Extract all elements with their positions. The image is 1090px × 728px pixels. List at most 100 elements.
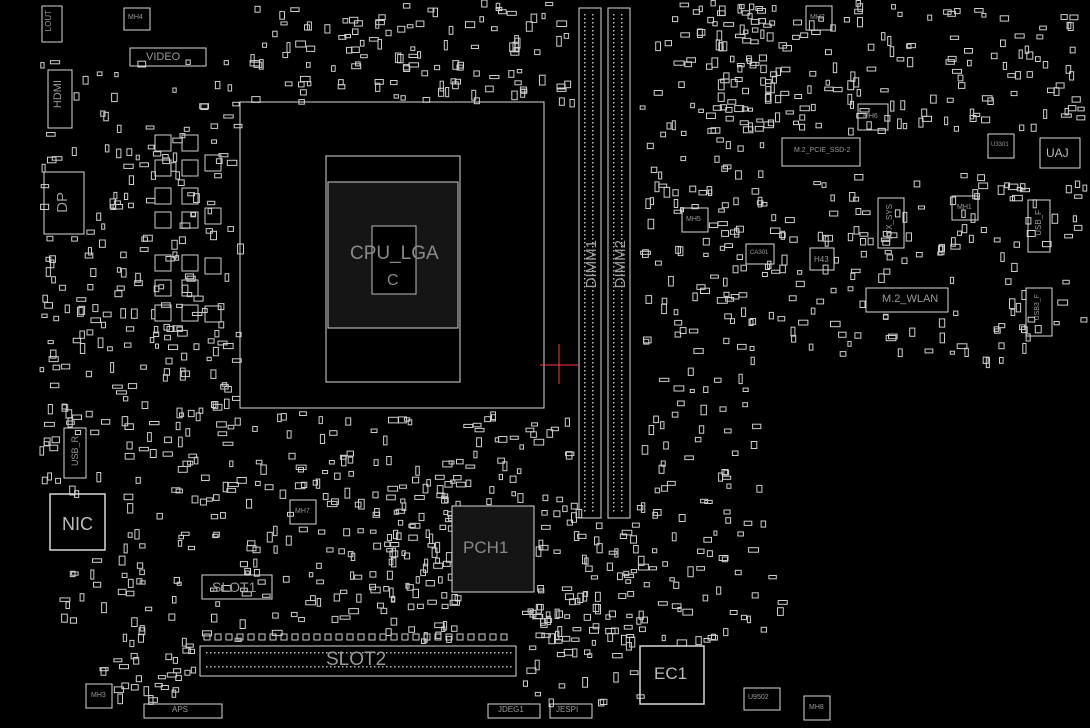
smd-component xyxy=(328,460,335,465)
smd-component xyxy=(439,524,447,531)
smd-component xyxy=(723,277,728,287)
smd-component xyxy=(821,182,827,188)
smd-component xyxy=(888,333,898,340)
slot2-pin xyxy=(254,652,256,654)
dimm-pin xyxy=(621,346,623,348)
cursor-crosshair xyxy=(540,344,578,384)
dimm-pin xyxy=(592,478,594,480)
dimm-pin xyxy=(613,298,615,300)
smd-component xyxy=(737,531,744,537)
smd-component xyxy=(909,327,916,337)
ca301-chip xyxy=(745,243,775,265)
dimm-pin xyxy=(584,310,586,312)
dimm-pin xyxy=(613,98,615,100)
smd-component xyxy=(172,596,177,604)
smd-component xyxy=(345,417,352,426)
dimm-pin xyxy=(592,398,594,400)
smd-component xyxy=(71,571,79,576)
smd-component xyxy=(582,554,587,565)
smd-component xyxy=(193,193,200,203)
dimm-pin xyxy=(613,438,615,440)
smd-component xyxy=(79,343,86,354)
smd-component xyxy=(613,672,619,683)
smd-component xyxy=(900,100,906,111)
usb-r-label: USB_R xyxy=(70,436,80,467)
smd-component xyxy=(643,582,650,588)
slot2-pin xyxy=(230,652,232,654)
smd-component xyxy=(969,108,975,120)
smd-component xyxy=(690,102,695,109)
smd-component xyxy=(951,237,956,247)
smd-component xyxy=(257,579,266,585)
smd-component xyxy=(758,54,768,62)
smd-component xyxy=(677,400,685,407)
smd-component xyxy=(577,533,587,539)
slot2-pin xyxy=(362,666,364,668)
dimm-pin xyxy=(621,134,623,136)
dimm-pin xyxy=(621,150,623,152)
slot2-pin xyxy=(502,666,504,668)
smd-component xyxy=(860,250,867,258)
smd-component xyxy=(215,158,223,165)
smd-component xyxy=(1032,199,1037,209)
dimm-pin xyxy=(613,406,615,408)
smd-component xyxy=(465,21,476,29)
smd-component xyxy=(640,250,651,255)
smd-component xyxy=(678,81,685,89)
slot2-pin xyxy=(206,666,208,668)
uaj-connector xyxy=(1039,137,1081,169)
smd-component xyxy=(706,63,713,70)
smd-component xyxy=(734,569,742,576)
slot2-pin xyxy=(210,652,212,654)
dimm-pin xyxy=(613,274,615,276)
dimm-pin xyxy=(613,342,615,344)
smd-component xyxy=(994,328,1001,334)
smd-component xyxy=(645,198,651,210)
slot2-pin xyxy=(286,666,288,668)
slot2-pad xyxy=(214,633,222,641)
smd-component xyxy=(570,502,578,510)
smd-component xyxy=(653,415,659,424)
smd-component xyxy=(415,20,425,28)
smd-component xyxy=(300,75,311,83)
smd-component xyxy=(347,456,354,464)
slot2-pad xyxy=(357,633,365,641)
dimm-pin xyxy=(584,30,586,32)
dimm-pin xyxy=(613,498,615,500)
smd-component xyxy=(947,55,957,62)
slot2-pin xyxy=(274,652,276,654)
smd-component xyxy=(202,630,212,637)
smd-component xyxy=(99,239,106,248)
smd-component xyxy=(526,667,537,674)
dimm-pin xyxy=(592,154,594,156)
dimm-pin xyxy=(592,114,594,116)
slot2-pin xyxy=(458,666,460,668)
smd-component xyxy=(949,35,960,40)
vrm-component xyxy=(154,134,172,152)
dimm-pin xyxy=(621,210,623,212)
smd-component xyxy=(750,18,760,25)
slot2-pin xyxy=(318,666,320,668)
smd-component xyxy=(750,61,760,66)
smd-component xyxy=(386,456,392,466)
smd-component xyxy=(69,485,76,496)
dimm-pin xyxy=(621,130,623,132)
smd-component xyxy=(741,10,751,16)
dimm-pin xyxy=(584,358,586,360)
dimm-pin xyxy=(584,198,586,200)
smd-component xyxy=(373,542,382,550)
smd-component xyxy=(1012,194,1023,202)
smd-component xyxy=(830,287,837,294)
smd-component xyxy=(714,377,722,383)
smd-component xyxy=(373,459,379,467)
smd-component xyxy=(671,603,682,609)
smd-component xyxy=(476,437,483,448)
dimm-pin xyxy=(613,430,615,432)
smd-component xyxy=(412,588,419,599)
dimm-pin xyxy=(621,138,623,140)
dimm-pin xyxy=(613,26,615,28)
smd-component xyxy=(253,569,260,577)
slot2-pin xyxy=(298,652,300,654)
smd-component xyxy=(756,484,763,493)
dimm-pin xyxy=(584,254,586,256)
